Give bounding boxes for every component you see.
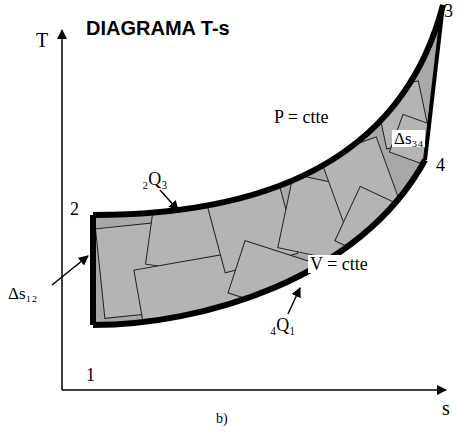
heat-label: ₄Q₁: [270, 316, 296, 334]
point-label: 2: [70, 200, 79, 218]
point-label: 3: [444, 2, 453, 20]
leader-arrow: [160, 190, 178, 210]
curve-label: P = ctte: [272, 108, 330, 126]
point-label: 4: [436, 156, 445, 174]
entropy-label: Δs₃₄: [392, 130, 425, 147]
t-axis: [61, 30, 63, 390]
curve-label: V = ctte: [308, 255, 370, 273]
s-axis: [62, 389, 446, 391]
axis-label: s: [442, 398, 450, 418]
leader-arrow: [288, 288, 300, 314]
leader-arrow: [52, 256, 88, 285]
figure-caption: b): [216, 412, 228, 426]
diagram-title: DIAGRAMA T-s: [86, 18, 230, 38]
heat-label: ₂Q₃: [142, 170, 168, 188]
point-label: 1: [86, 366, 95, 384]
process-line: [425, 5, 443, 160]
process-line: [90, 215, 96, 325]
axis-label: T: [36, 30, 48, 50]
entropy-label: Δs₁₂: [8, 285, 37, 302]
isochore-line: [93, 160, 425, 325]
